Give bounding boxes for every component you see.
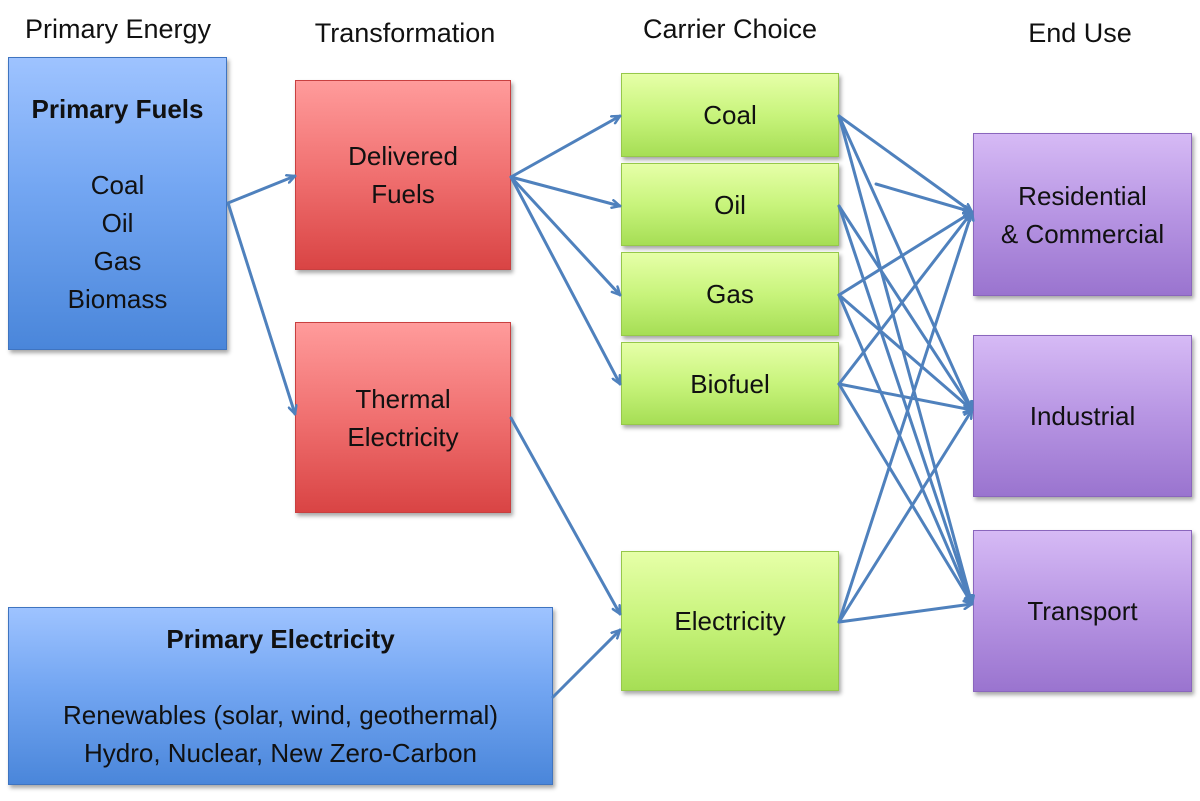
arrow-coal-to-industrial (837, 114, 972, 412)
carrier-biofuel-label: Biofuel (690, 368, 770, 399)
carrier-gas-label: Gas (706, 279, 754, 309)
primary-fuel-item: Coal (90, 169, 145, 200)
thermal-electricity-box: Thermal Electricity (295, 322, 511, 513)
thermal-electricity-label: Thermal (355, 383, 451, 414)
carrier-oil-label: Oil (714, 189, 746, 220)
arrow-gas-to-transport (837, 293, 972, 606)
arrow-delivered-to-coal (509, 114, 622, 179)
header-primary-energy: Primary Energy (24, 14, 212, 44)
end-use-residential-label: & Commercial (1000, 218, 1165, 249)
carrier-coal-label: Coal (703, 100, 757, 130)
delivered-fuels-label: Fuels (371, 179, 435, 209)
arrow-biofuel-to-transport (837, 382, 974, 606)
primary-fuel-item: Biomass (67, 283, 168, 314)
primary-fuel-item: Gas (93, 245, 142, 276)
arrow-oil-to-transport (837, 204, 972, 606)
primary-electricity-box: Primary Electricity Renewables (solar, w… (8, 607, 553, 785)
header-carrier-choice: Carrier Choice (642, 14, 818, 44)
arrow-electricity-to-residential (837, 210, 972, 624)
carrier-electricity-label: Electricity (674, 606, 786, 636)
carrier-gas-box: Gas (621, 252, 839, 336)
delivered-fuels-label: Delivered (348, 141, 458, 171)
arrow-coal-to-transport (837, 114, 972, 606)
end-use-industrial-box: Industrial (973, 335, 1192, 497)
arrow-oil-to-residential (874, 182, 974, 212)
primary-fuels-title: Primary Fuels (31, 93, 204, 124)
primary-electricity-line: Renewables (solar, wind, geothermal) (63, 700, 498, 730)
carrier-coal-box: Coal (621, 73, 839, 157)
thermal-electricity-label: Electricity (347, 421, 459, 452)
arrow-electricity-to-industrial (837, 408, 974, 624)
delivered-fuels-box: Delivered Fuels (295, 80, 511, 270)
arrow-coal-to-residential (837, 114, 974, 214)
arrow-biofuel-to-industrial (837, 382, 974, 410)
arrow-primary-to-electricity (551, 628, 622, 699)
arrow-delivered-to-gas (509, 175, 622, 297)
primary-electricity-title: Primary Electricity (166, 624, 395, 654)
arrow-fuels-to-thermal (226, 201, 295, 416)
arrow-delivered-to-biofuel (509, 175, 622, 386)
header-transformation: Transformation (314, 18, 496, 48)
arrow-thermal-to-electricity (509, 416, 622, 616)
arrow-gas-to-industrial (837, 293, 974, 412)
end-use-industrial-label: Industrial (1029, 401, 1136, 431)
primary-electricity-line: Hydro, Nuclear, New Zero-Carbon (83, 738, 478, 768)
arrow-oil-to-industrial (837, 204, 974, 412)
arrow-fuels-to-delivered (226, 176, 297, 205)
end-use-transport-label: Transport (1027, 596, 1138, 626)
carrier-oil-box: Oil (621, 163, 839, 246)
primary-fuel-item: Oil (101, 207, 134, 238)
end-use-residential-box: Residential & Commercial (973, 133, 1192, 296)
carrier-biofuel-box: Biofuel (621, 342, 839, 425)
end-use-residential-label: Residential (1018, 180, 1147, 211)
carrier-electricity-box: Electricity (621, 551, 839, 691)
header-end-use: End Use (1028, 18, 1132, 48)
primary-fuels-box: Primary Fuels Coal Oil Gas Biomass (8, 57, 227, 350)
arrow-biofuel-to-residential (837, 210, 974, 386)
arrow-delivered-to-oil (509, 175, 622, 206)
arrow-gas-to-residential (837, 210, 974, 297)
arrow-electricity-to-transport (837, 604, 974, 624)
end-use-transport-box: Transport (973, 530, 1192, 692)
